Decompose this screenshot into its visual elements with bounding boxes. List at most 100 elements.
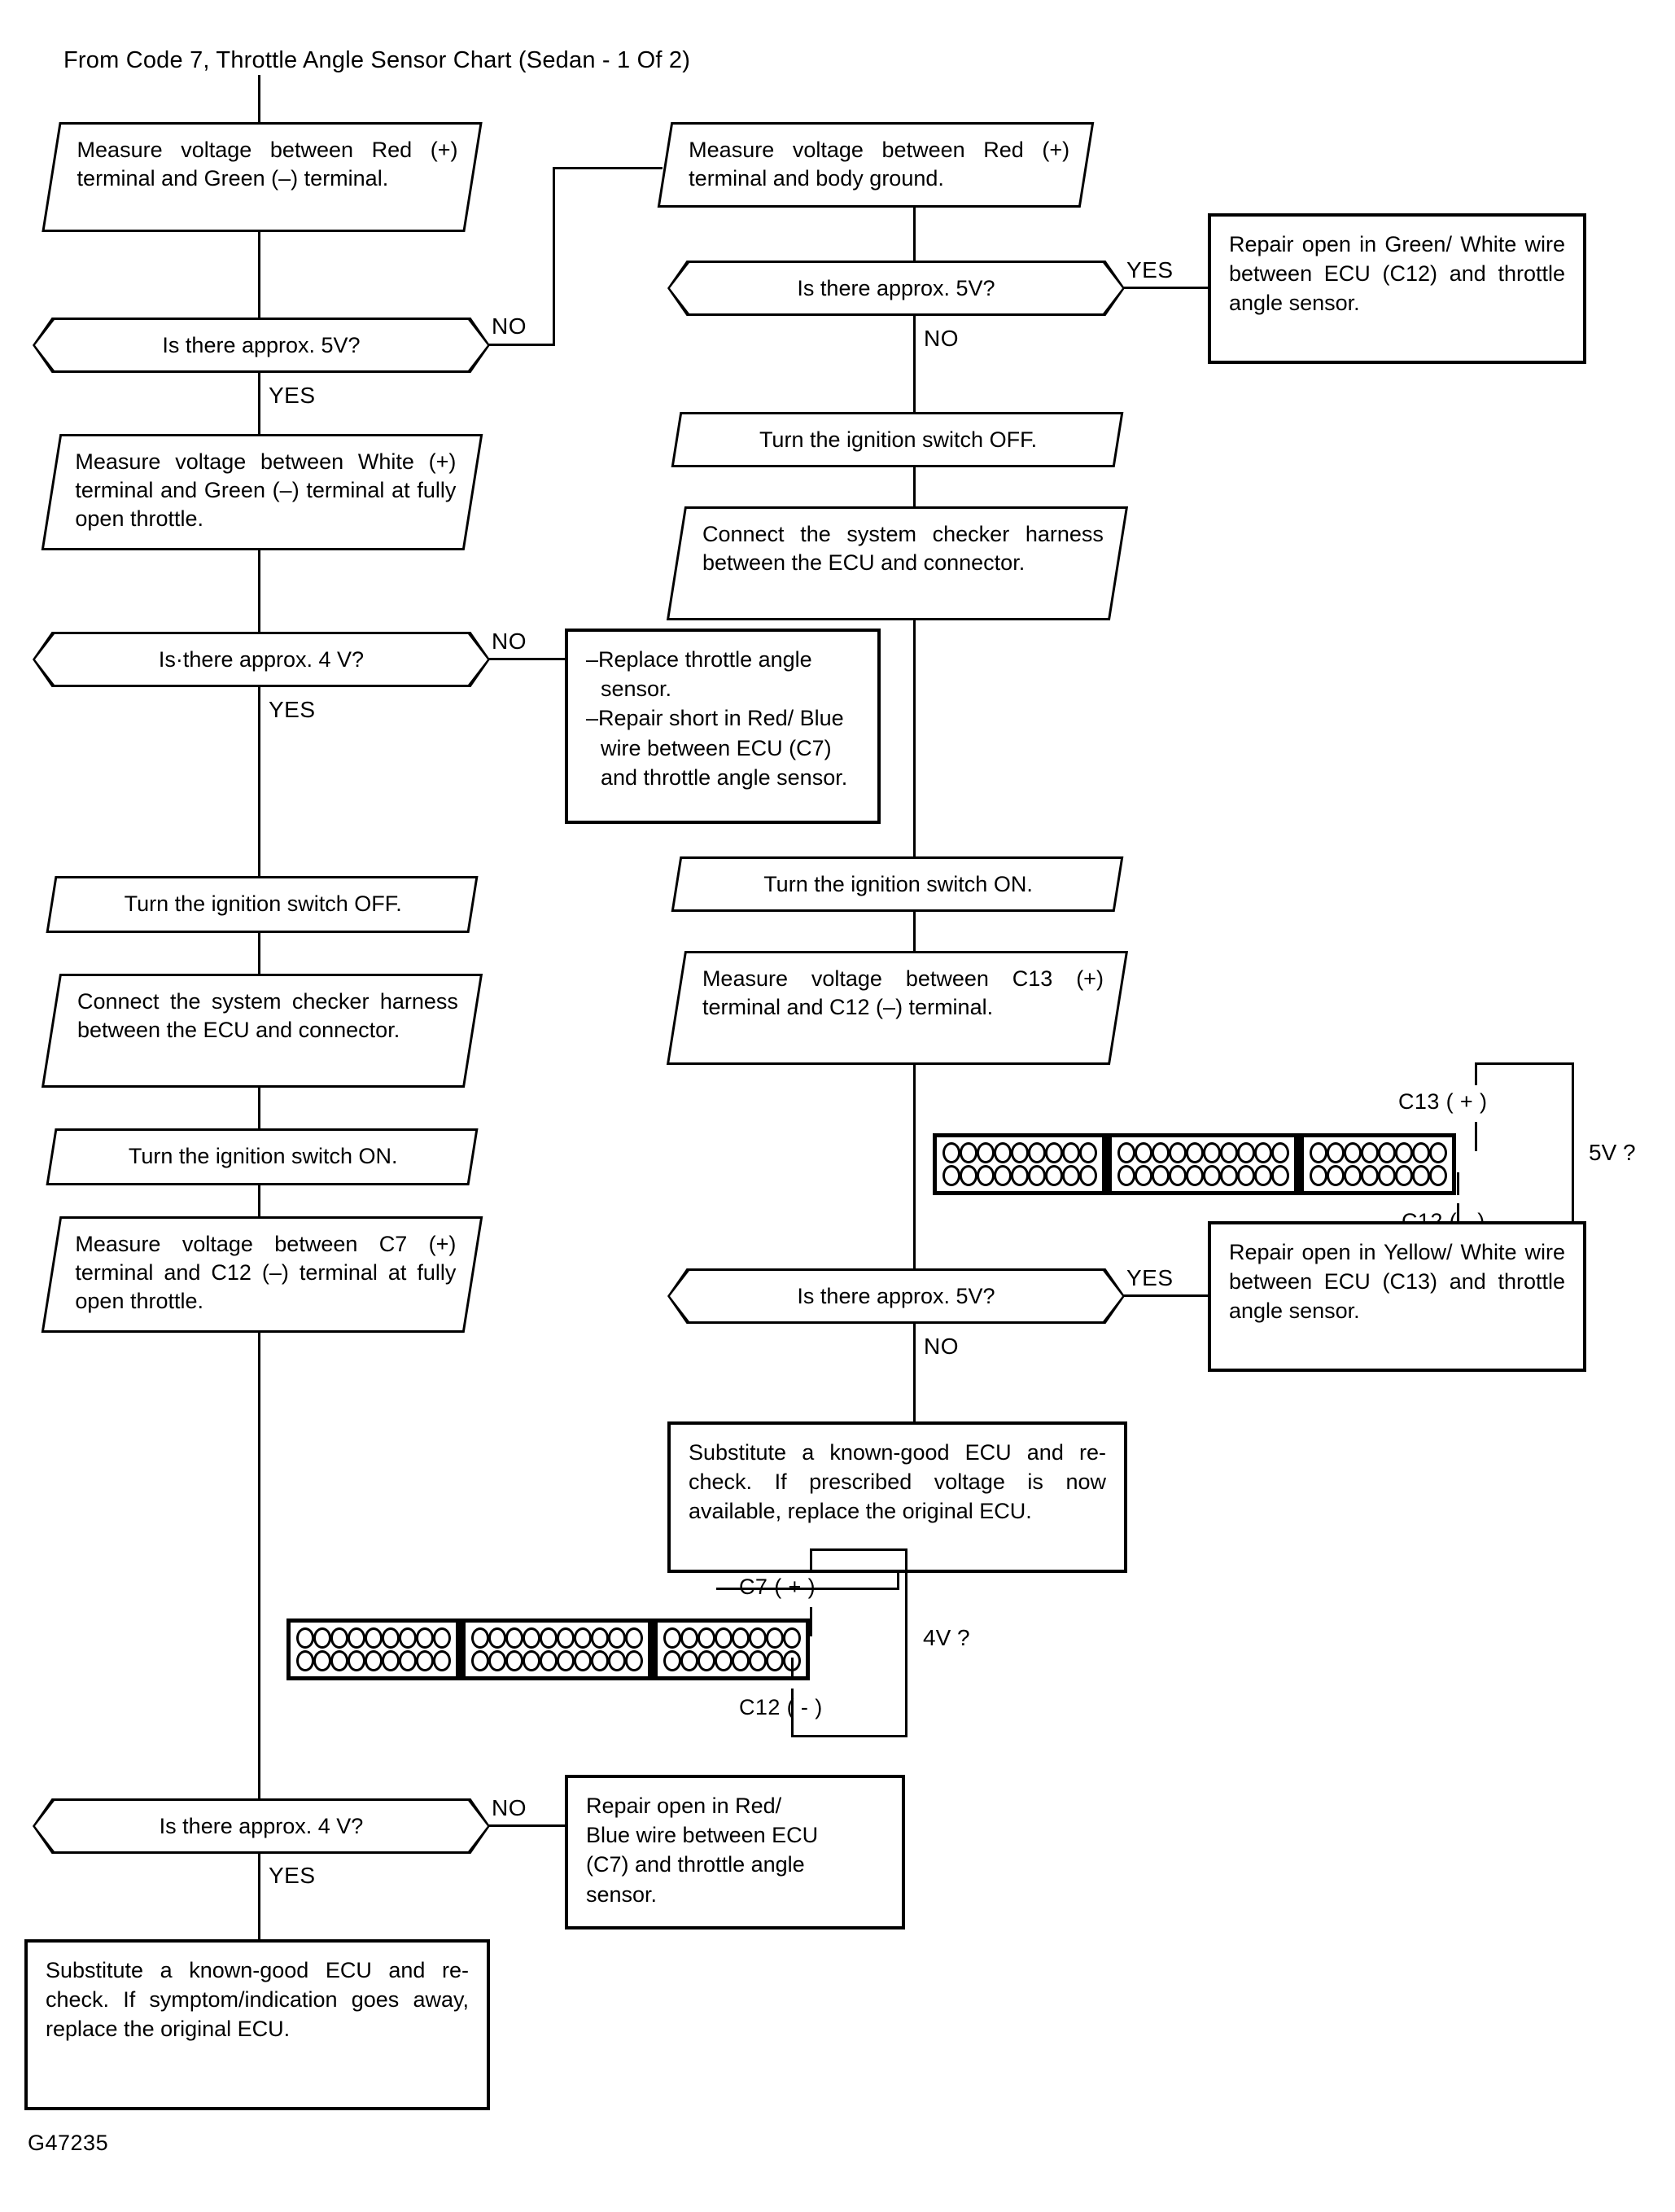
probe-lead-c7-plus [810,1548,907,1551]
pin [591,1627,609,1649]
left-decision-2-label: Is·there approx. 4 V? [158,646,365,672]
connector-segment-1 [937,1137,1102,1191]
pin [471,1650,489,1671]
connector-line [258,550,260,632]
connector-pin-diagram-top [933,1133,1456,1195]
pin [1203,1142,1221,1163]
connector-line [913,467,916,506]
pin [557,1627,575,1649]
left-result-replace-sensor: –Replace throttle angle sensor. –Repair … [565,629,881,824]
left-decision-1-yes-label: YES [269,383,316,408]
pin [433,1650,451,1671]
page-title: From Code 7, Throttle Angle Sensor Chart… [63,47,691,73]
pin-c7-plus [715,1627,733,1649]
pin-row-top [296,1627,451,1649]
right-step-2-label: Turn the ignition switch OFF. [759,427,1038,452]
left-decision-2-4v: Is·there approx. 4 V? [33,632,490,687]
right-result-repair-yellow-white-label: Repair open in Yellow/ White wire betwee… [1229,1240,1565,1324]
right-result-substitute-ecu: Substitute a known-good ECU and re-check… [667,1421,1127,1573]
pin [399,1650,417,1671]
pin [663,1650,681,1671]
pin [1011,1165,1029,1186]
right-decision-2-yes-label: YES [1126,1265,1174,1290]
pin [330,1627,348,1649]
pin [942,1142,960,1163]
pin [1271,1165,1289,1186]
pin [766,1627,784,1649]
left-step-5-ignition-on: Turn the ignition switch ON. [46,1128,479,1185]
pin [994,1142,1012,1163]
pin [313,1650,331,1671]
pin [625,1650,643,1671]
left-decision-3-yes-label: YES [269,1863,316,1888]
left-decision-2-no-label: NO [492,629,527,654]
pin-c12-minus [1395,1165,1413,1186]
right-step-3-connect-harness: Connect the system checker harness betwe… [666,506,1129,620]
connector-line [258,1854,260,1939]
pin [1237,1165,1255,1186]
pin [1254,1165,1272,1186]
connector-line [913,316,916,412]
left-step-5-label: Turn the ignition switch ON. [128,1144,398,1168]
pin [749,1627,767,1649]
pin-c12-minus [749,1650,767,1671]
pin [1327,1142,1345,1163]
right-decision-1-yes-label: YES [1126,257,1174,283]
probe-lead-c12-minus [1457,1172,1459,1195]
pin [960,1165,977,1186]
left-result-substitute-ecu: Substitute a known-good ECU and re-check… [24,1939,490,2110]
connector-line [913,208,916,261]
connector-line [913,1324,916,1421]
pin [488,1627,506,1649]
repair-c7-line-2: Blue wire between ECU [586,1823,819,1848]
connector-line [913,1065,916,1268]
right-step-1-measure-red-ground: Measure voltage between Red (+) terminal… [657,122,1095,208]
pin [1344,1165,1362,1186]
pin [680,1650,698,1671]
pin-row-bottom [1117,1165,1289,1186]
right-step-3-label: Connect the system checker harness betwe… [702,522,1104,576]
pin [505,1650,523,1671]
pin [1361,1142,1379,1163]
probe-lead-c12-minus [791,1658,794,1680]
probe-link-line [716,1588,899,1590]
left-decision-2-yes-label: YES [269,697,316,722]
pin [1062,1165,1080,1186]
pin [505,1627,523,1649]
pin [766,1650,784,1671]
left-step-2-label: Measure voltage between White (+) termin… [75,449,457,532]
pin [330,1650,348,1671]
pin [488,1650,506,1671]
branch-line-no [553,167,555,346]
pin-row-top [1310,1142,1447,1163]
pin [608,1650,626,1671]
left-step-2-measure-white-green: Measure voltage between White (+) termin… [41,434,483,550]
branch-line-yes [1123,1294,1209,1297]
left-step-6-label: Measure voltage between C7 (+) terminal … [75,1232,457,1314]
repair-c7-line-1: Repair open in Red/ [586,1794,782,1818]
pin-row-top [1117,1142,1289,1163]
pin [1203,1165,1221,1186]
connector-top-plus-label: C13 ( + ) [1398,1089,1488,1114]
right-decision-1-5v: Is there approx. 5V? [667,261,1125,316]
pin [1395,1142,1413,1163]
pin [399,1627,417,1649]
pin [1079,1142,1097,1163]
probe-lead-c13-plus [1475,1122,1477,1151]
right-result-substitute-ecu-label: Substitute a known-good ECU and re-check… [689,1440,1106,1524]
pin [296,1650,314,1671]
connector-divider [648,1623,658,1676]
pin [591,1650,609,1671]
pin [1186,1165,1204,1186]
decision-inner: Is·there approx. 4 V? [35,634,488,685]
connector-line [258,1088,260,1128]
pin [783,1627,801,1649]
connector-pin-diagram-bottom [286,1618,810,1680]
pin-row-bottom [296,1650,451,1671]
repair-c7-line-4: sensor. [586,1881,658,1907]
probe-lead-c12-minus [791,1735,907,1737]
probe-lead-c13-plus [1475,1062,1574,1065]
pin [1220,1165,1238,1186]
pin [471,1627,489,1649]
